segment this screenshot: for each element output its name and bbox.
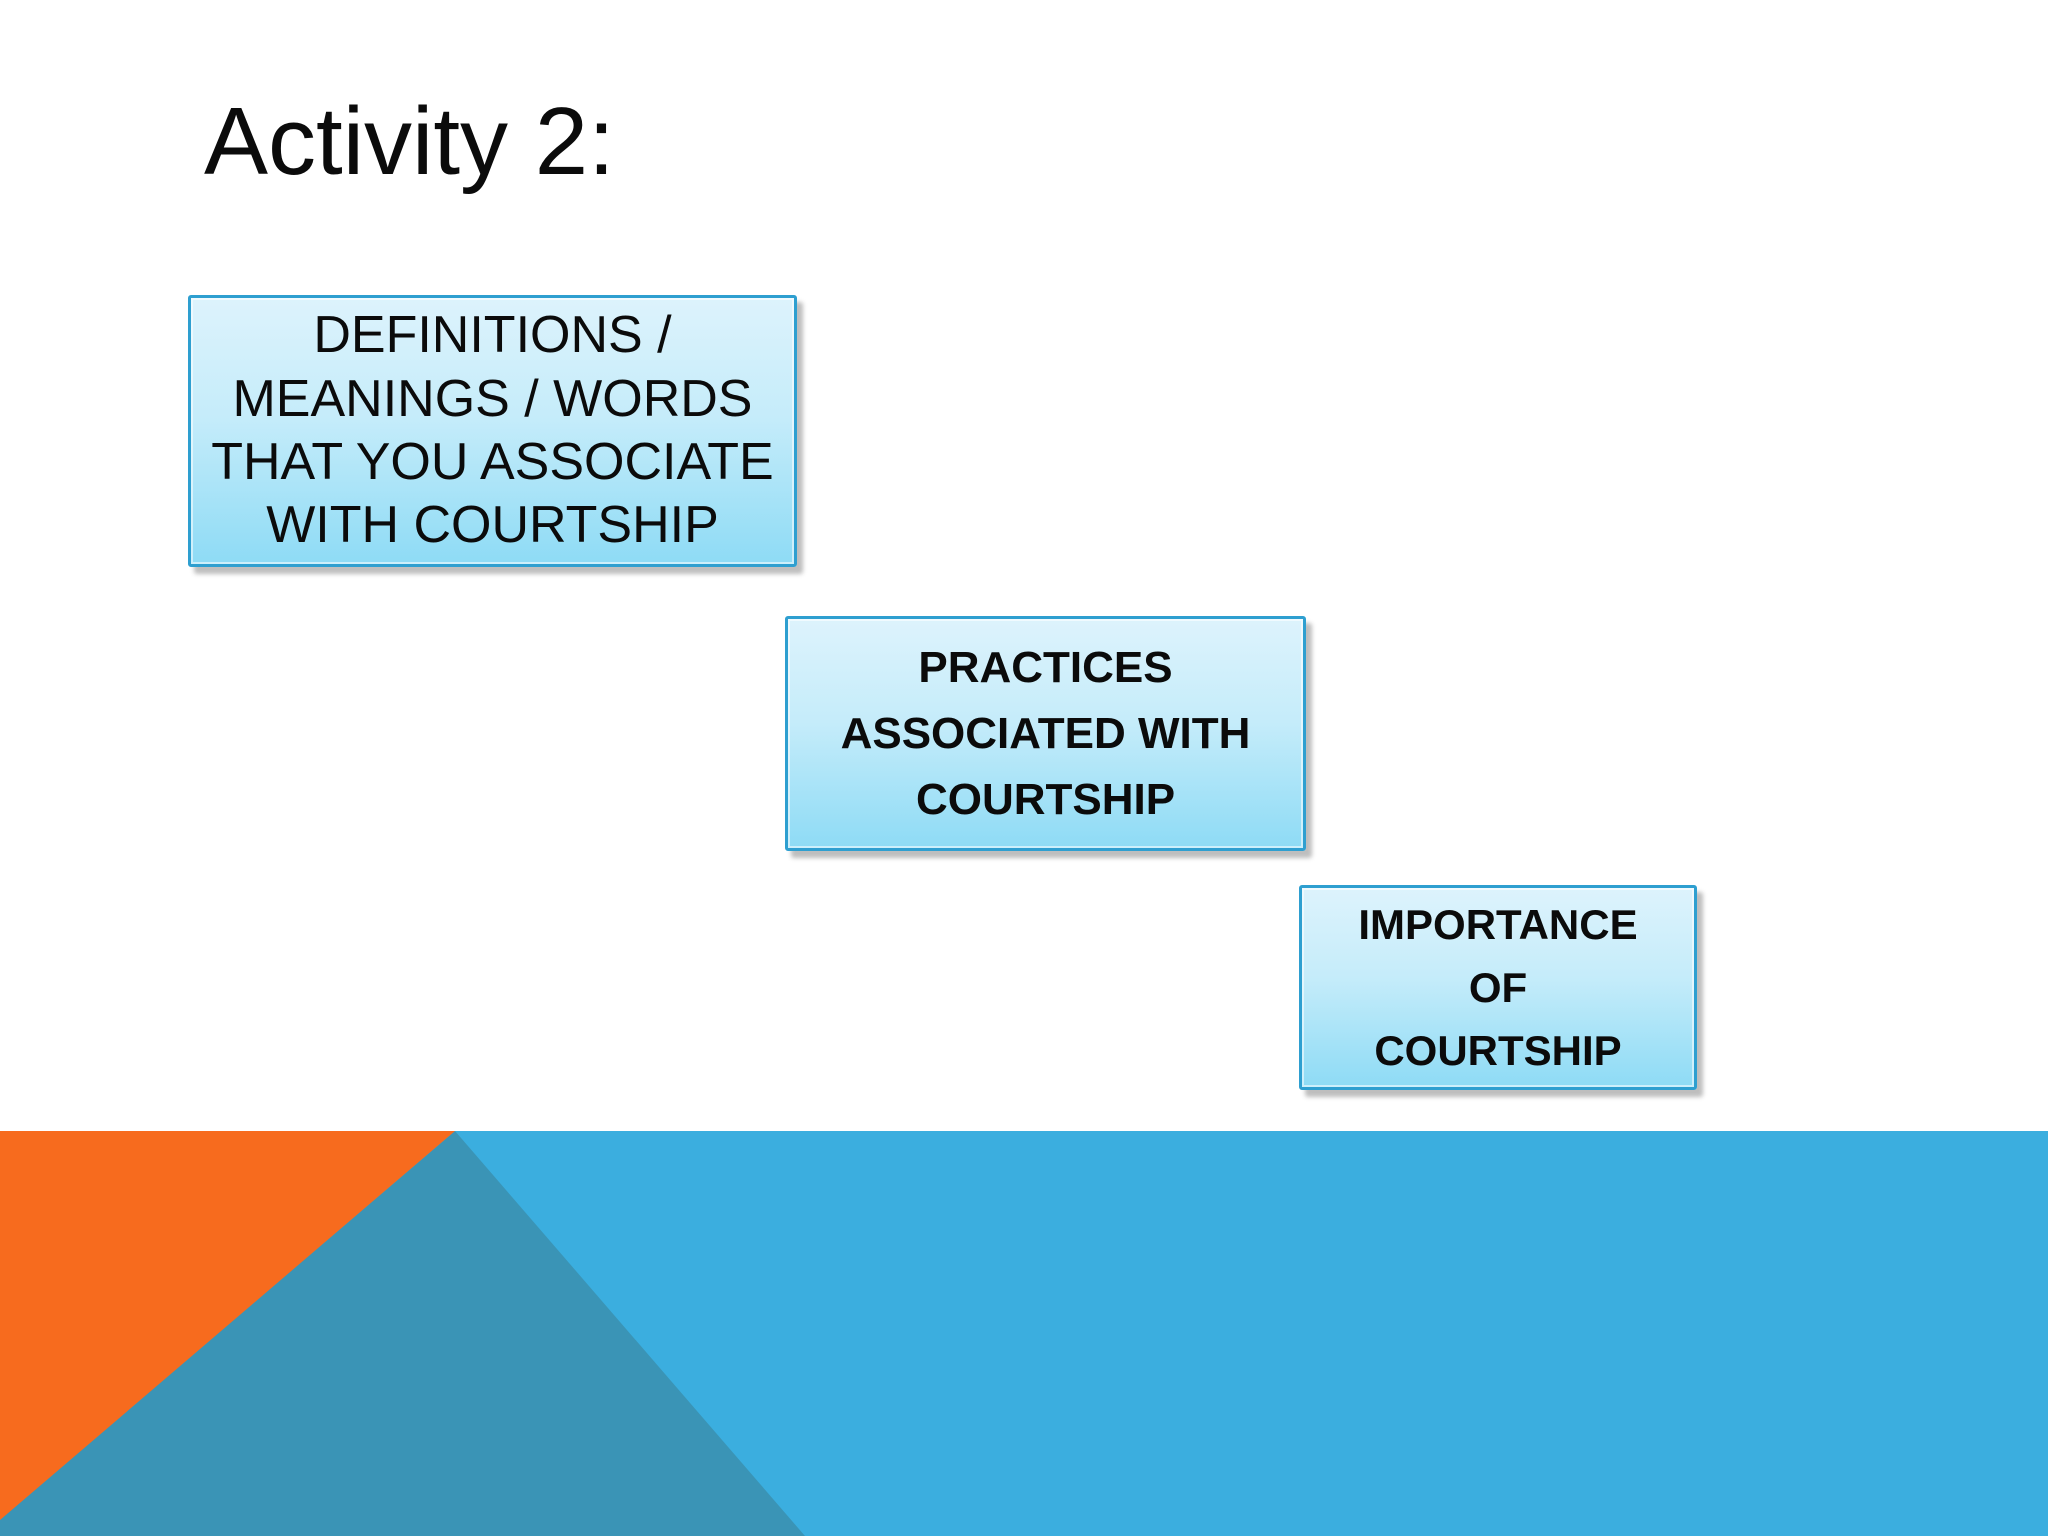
callout-box-importance: IMPORTANCE OF COURTSHIP: [1299, 885, 1697, 1090]
callout-box-practices-text: PRACTICES ASSOCIATED WITH COURTSHIP: [840, 642, 1251, 824]
callout-box-definitions-text: DEFINITIONS / MEANINGS / WORDS THAT YOU …: [211, 306, 774, 555]
callout-box-practices: PRACTICES ASSOCIATED WITH COURTSHIP: [785, 616, 1306, 851]
slide-title: Activity 2:: [204, 88, 615, 195]
decorative-bottom-band: [0, 1131, 2048, 1536]
callout-box-importance-text: IMPORTANCE OF COURTSHIP: [1358, 901, 1638, 1074]
callout-box-definitions: DEFINITIONS / MEANINGS / WORDS THAT YOU …: [188, 295, 797, 567]
